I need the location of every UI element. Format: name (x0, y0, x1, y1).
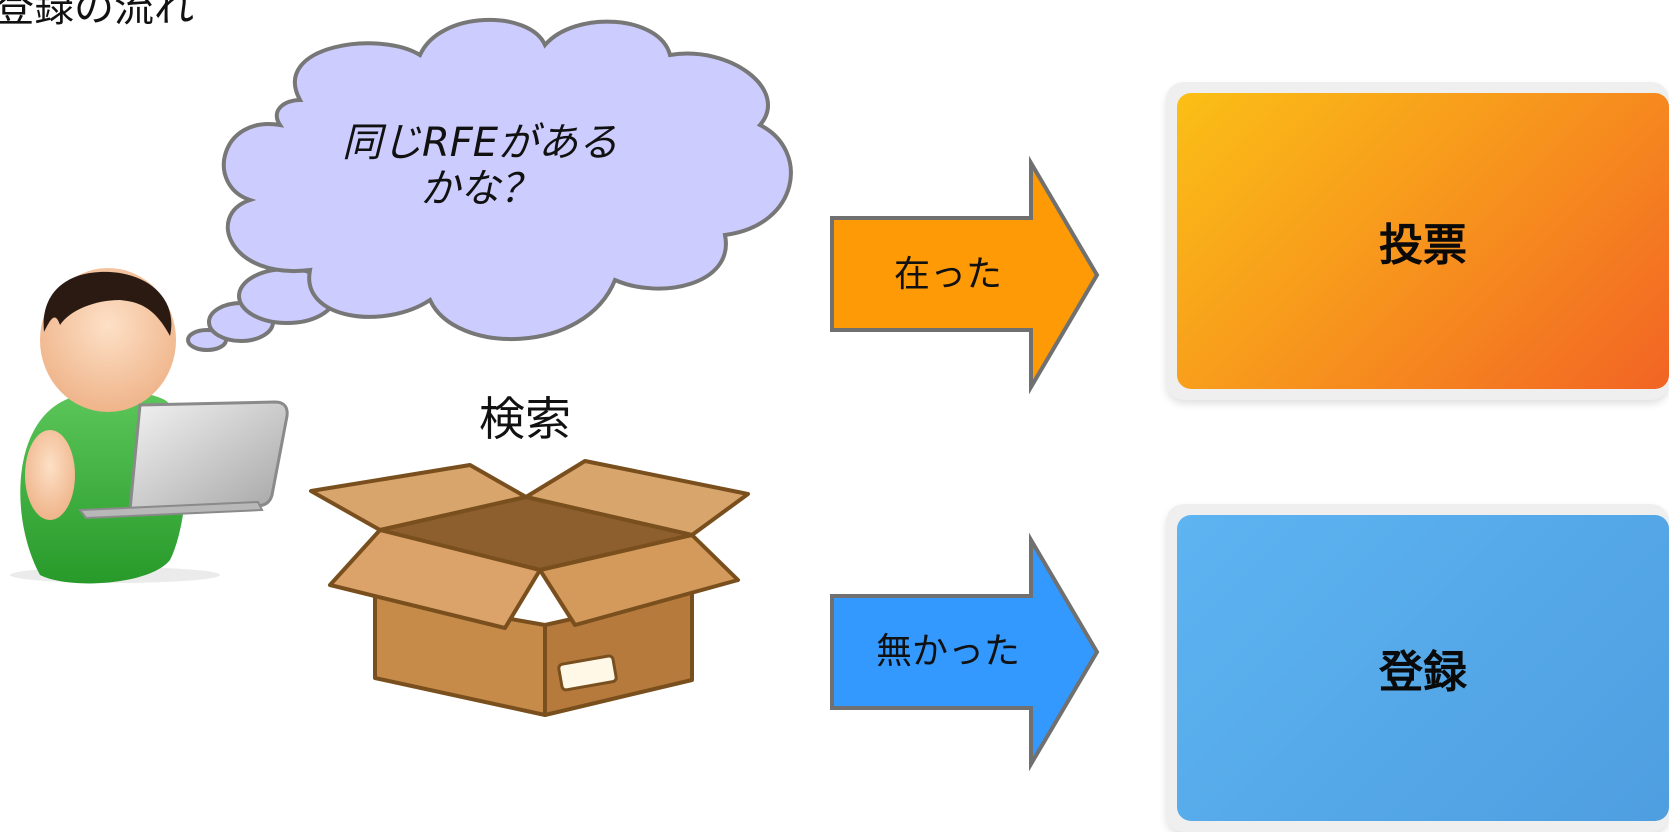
search-label: 検索 (479, 392, 571, 446)
found-arrow-label: 在った (893, 254, 1002, 295)
diagram-title: 登録の流れ (0, 0, 194, 31)
not-found-arrow-label: 無かった (875, 631, 1020, 672)
open-box-icon (309, 459, 750, 717)
right-arrow-icon (830, 155, 1100, 395)
register-label: 登録 (1379, 647, 1467, 698)
vote-box: 投票 (1166, 82, 1669, 400)
thought-bubble-line1: 同じRFEがある (341, 120, 619, 166)
thought-cloud-icon (186, 18, 793, 352)
register-box: 登録 (1166, 504, 1669, 832)
user-with-laptop-icon (10, 268, 289, 584)
right-arrow-icon (830, 532, 1100, 772)
thought-bubble-text: 同じRFEがある かな？ (320, 120, 640, 212)
thought-bubble-line2: かな？ (420, 166, 540, 212)
vote-label: 投票 (1379, 220, 1467, 271)
